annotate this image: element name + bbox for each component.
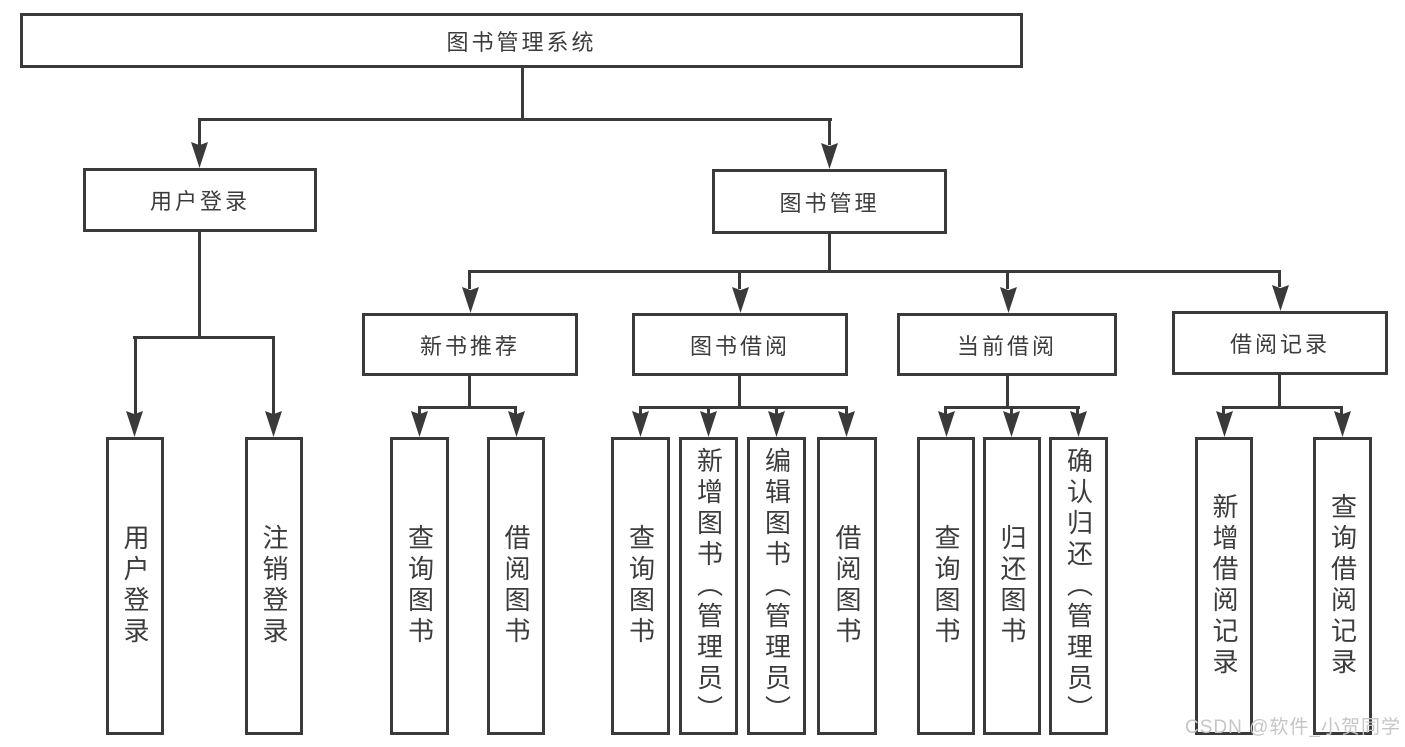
connector-line [134,336,137,414]
connector-line [198,232,201,338]
arrow-down-icon [700,411,717,437]
connector-line [738,376,741,407]
leaf-add-borrow-record: 新增借阅记录 [1195,437,1253,735]
leaf-label: 用户登录 [120,524,150,648]
connector-line [828,118,831,145]
connector-line [198,118,201,145]
arrow-down-icon [1334,411,1351,437]
arrow-down-icon [1000,287,1017,313]
connector-line [1222,406,1343,409]
arrow-down-icon [1003,411,1020,437]
node-label: 当前借阅 [956,333,1057,359]
arrow-down-icon [632,411,649,437]
leaf-label: 借阅图书 [832,524,862,648]
connector-line [1006,270,1009,289]
arrow-down-icon [821,143,838,169]
connector-line [1076,406,1079,415]
connector-line [198,118,832,121]
connector-line [707,406,710,415]
connector-line [775,406,778,415]
node-book-borrow: 图书借阅 [632,313,848,376]
leaf-confirm-return-admin: 确认归还（管理员） [1049,437,1108,735]
arrow-down-icon [508,411,525,437]
node-label: 借阅记录 [1229,332,1330,357]
arrow-down-icon [838,411,855,437]
arrow-down-icon [191,142,208,168]
leaf-label: 新增借阅记录 [1209,493,1239,679]
leaf-return-book: 归还图书 [983,437,1041,735]
leaf-label: 注销登录 [259,524,289,648]
leaf-label: 归还图书 [997,524,1027,648]
arrow-down-icon [1272,285,1289,311]
connector-line [521,65,524,121]
leaf-query-books-borrow: 查询图书 [611,437,670,735]
connector-line [418,406,517,409]
connector-line [1278,270,1281,287]
arrow-down-icon [938,411,955,437]
arrow-down-icon [411,411,428,437]
node-book-management: 图书管理 [712,169,947,234]
watermark-text: CSDN @软件_小贺同学 [1185,717,1401,738]
arrow-down-icon [732,287,749,313]
node-label: 用户登录 [149,189,250,214]
connector-line [418,406,421,415]
node-label: 图书借阅 [689,333,790,359]
arrow-down-icon [1070,411,1087,437]
arrow-down-icon [1216,411,1233,437]
connector-line [1006,376,1009,407]
connector-line [738,270,741,289]
arrow-down-icon [462,287,479,313]
arrow-down-icon [768,411,785,437]
connector-line [468,270,471,289]
leaf-label: 查询图书 [625,524,656,648]
arrow-down-icon [265,411,282,437]
node-label: 图书管理 [779,190,880,216]
connector-line [272,336,275,414]
connector-line [1222,406,1225,415]
node-root-label: 图书管理系统 [446,29,597,55]
leaf-label: 借阅图书 [501,524,531,648]
node-user-login: 用户登录 [83,168,317,232]
leaf-label: 确认归还（管理员） [1063,446,1094,726]
leaf-label: 查询图书 [404,524,435,648]
connector-line [1340,406,1343,415]
connector-line [468,270,1281,273]
leaf-query-books-recommend: 查询图书 [390,437,449,735]
leaf-logout: 注销登录 [245,437,303,735]
connector-line [468,376,471,407]
node-borrow-records: 借阅记录 [1172,311,1388,375]
leaf-label: 编辑图书（管理员） [761,446,792,726]
connector-line [639,406,642,415]
connector-line [133,336,275,339]
connector-line [845,406,848,415]
connector-line [828,234,831,272]
leaf-query-books-current: 查询图书 [917,437,975,735]
arrow-down-icon [126,411,143,437]
connector-line [514,406,517,415]
node-label: 新书推荐 [419,333,520,359]
connector-line [1010,406,1013,415]
node-root: 图书管理系统 [20,13,1023,68]
leaf-label: 查询图书 [931,524,961,648]
node-new-book-recommend: 新书推荐 [362,313,578,376]
connector-line [639,406,848,409]
connector-line [1278,375,1281,407]
leaf-query-borrow-record: 查询借阅记录 [1313,437,1372,735]
leaf-user-login: 用户登录 [106,437,164,735]
leaf-borrow-books: 借阅图书 [817,437,877,735]
leaf-label: 新增图书（管理员） [693,446,724,726]
connector-line [944,406,947,415]
node-current-borrow: 当前借阅 [897,313,1117,376]
leaf-edit-book-admin: 编辑图书（管理员） [747,437,806,735]
leaf-label: 查询借阅记录 [1327,493,1358,679]
leaf-add-book-admin: 新增图书（管理员） [679,437,738,735]
leaf-borrow-books-recommend: 借阅图书 [487,437,545,735]
